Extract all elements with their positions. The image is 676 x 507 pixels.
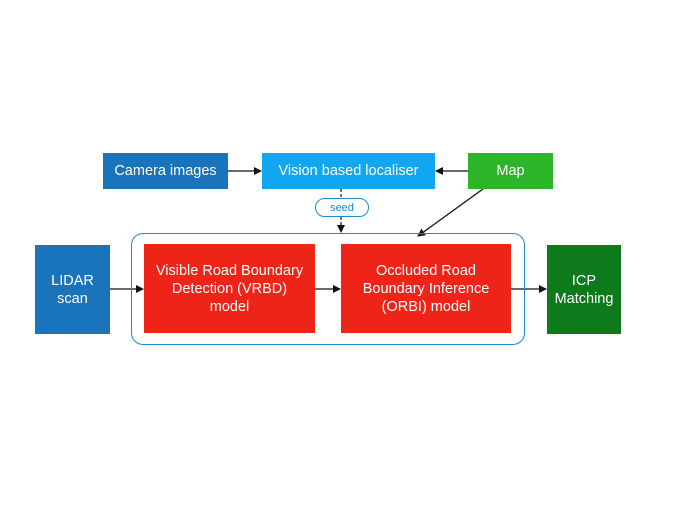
map-node: Map — [468, 153, 553, 189]
vision-localiser-node: Vision based localiser — [262, 153, 435, 189]
camera-images-label: Camera images — [114, 163, 217, 179]
seed-label-pill: seed — [315, 198, 369, 217]
model-group-frame — [131, 233, 525, 345]
icp-matching-node: ICP Matching — [547, 245, 621, 334]
lidar-scan-node: LIDAR scan — [35, 245, 110, 334]
vision-localiser-label: Vision based localiser — [278, 163, 419, 179]
arrow-map-to-orbi — [417, 188, 484, 237]
orbi-model-node: Occluded Road Boundary Inference (ORBI) … — [341, 244, 511, 333]
camera-images-node: Camera images — [103, 153, 228, 189]
vrbd-model-label: Visible Road Boundary Detection (VRBD) m… — [155, 262, 304, 315]
vrbd-model-node: Visible Road Boundary Detection (VRBD) m… — [144, 244, 315, 333]
seed-label: seed — [330, 201, 354, 214]
orbi-model-label: Occluded Road Boundary Inference (ORBI) … — [362, 262, 490, 315]
map-label: Map — [496, 163, 525, 179]
lidar-scan-label: LIDAR scan — [51, 272, 94, 307]
icp-matching-label: ICP Matching — [554, 272, 614, 307]
